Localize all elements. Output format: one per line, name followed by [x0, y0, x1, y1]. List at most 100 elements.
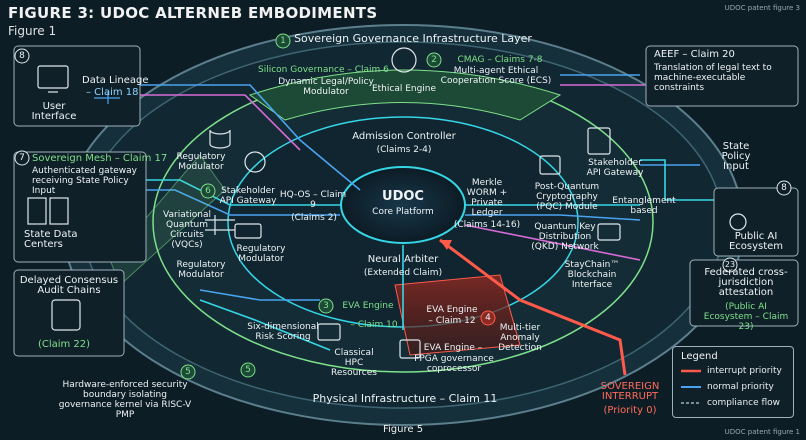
- quantum-circuit-icon: [205, 215, 235, 235]
- legend-title: Legend: [681, 351, 718, 362]
- qkd-label: Quantum Key Distribution (QKD) Network: [531, 222, 599, 252]
- monitor-icon: [37, 65, 69, 89]
- num-1-badge: [275, 33, 291, 49]
- eva2-claim-label: – Claim 12: [428, 316, 476, 326]
- classical-hpc-label: Classical HPC Resources: [331, 348, 377, 378]
- vqc-label: Variational Quantum Circuits (VQCs): [163, 210, 211, 250]
- network-icon: [597, 223, 621, 241]
- figure-5-caption: Figure 5: [383, 424, 424, 435]
- silicon-governance-label: Silicon Governance – Claim 6: [258, 65, 389, 75]
- hqos-label: HQ-OS – Claim 9: [279, 190, 347, 210]
- sovereign-mesh-label: Sovereign Mesh – Claim 17: [32, 153, 168, 164]
- user-interface-label: User Interface: [31, 101, 77, 122]
- num-6-badge: [200, 183, 216, 199]
- num-7-badge: [14, 150, 30, 166]
- legend-item-compliance: compliance flow: [707, 398, 781, 408]
- stakeholder-gateway-left: Stakeholder API Gateway: [219, 186, 277, 206]
- claim-22-label: (Claim 22): [37, 339, 91, 350]
- cmag-label: CMAG – Claims 7-8: [457, 55, 543, 65]
- num-1: 1: [280, 36, 286, 46]
- interrupt-priority-label: (Priority 0): [603, 405, 657, 416]
- federated-box: [689, 259, 799, 327]
- num-8-left-badge: [14, 48, 30, 64]
- federated-label: Federated cross-jurisdiction attestation: [704, 267, 788, 298]
- num-4-badge: [480, 310, 496, 326]
- eva1-label: EVA Engine: [342, 301, 394, 311]
- aeef-desc-label: Translation of legal text to machine-exe…: [654, 63, 772, 93]
- legend-item-interrupt: interrupt priority: [707, 366, 782, 376]
- delayed-consensus-box: [13, 269, 125, 357]
- data-lineage-label: Data Lineage: [82, 75, 149, 86]
- aeef-label: AEEF – Claim 20: [654, 49, 735, 60]
- data-lineage-claim: – Claim 18: [86, 87, 139, 98]
- neural-sub-label: (Extended Claim): [363, 268, 443, 278]
- dynamic-policy-label: Dynamic Legal/Policy Modulator: [278, 77, 374, 97]
- core-subtitle: Core Platform: [372, 207, 434, 217]
- figure-title: FIGURE 3: UDOC ALTERNEB EMBODIMENTS: [8, 4, 378, 22]
- interrupt-arrow: [439, 238, 627, 376]
- regulatory-modulator-1: Regulatory Modulator: [176, 152, 226, 172]
- num-2-badge: [426, 52, 442, 68]
- eva1-claim-label: – Claim 10: [350, 320, 398, 330]
- interrupt-arrowhead: [440, 240, 452, 250]
- merkle-label: Merkle WORM + Private Ledger: [466, 178, 508, 218]
- public-ai-label: Public AI Ecosystem: [728, 231, 784, 252]
- eva-red-zone: [394, 274, 521, 356]
- aeef-box: [645, 45, 799, 107]
- gear-icon: [244, 151, 266, 173]
- num-8-right: 8: [781, 183, 787, 193]
- audit-chain-icon: [51, 299, 81, 331]
- public-ai-box: [713, 187, 799, 257]
- eva3-label: EVA Engine –: [423, 343, 483, 353]
- legend-item-normal: normal priority: [707, 382, 774, 392]
- merkle-claims-label: (Claims 14-16): [453, 220, 521, 230]
- regulatory-modulator-3: Regulatory Modulator: [176, 260, 226, 280]
- server-icon: [27, 197, 47, 225]
- num-3-badge: [318, 298, 334, 314]
- core-title: UDOC: [382, 189, 424, 204]
- outer-top-label: Sovereign Governance Infrastructure Laye…: [294, 32, 532, 45]
- eva2-label: EVA Engine: [426, 305, 478, 315]
- num-23-badge: [722, 257, 738, 273]
- stakeholder-gateway-right: Stakeholder API Gateway: [586, 158, 644, 178]
- num-4: 4: [485, 313, 491, 323]
- federated-claim-label: (Public AI Ecosystem – Claim 23): [703, 302, 789, 332]
- neural-arbiter-label: Neural Arbiter: [367, 254, 439, 265]
- fpga-chip-icon: [399, 339, 421, 359]
- entanglement-label: Entanglement based: [612, 196, 676, 216]
- num-23: 23: [724, 260, 736, 269]
- modulator-icon: [234, 223, 262, 239]
- silicon-governance-band: [248, 69, 562, 121]
- document-icon: [587, 127, 611, 155]
- num-5a-badge: [180, 364, 196, 380]
- corner-caption-bottom: UDOC patent figure 1: [724, 428, 800, 436]
- delayed-consensus-label: Delayed Consensus Audit Chains: [19, 275, 119, 296]
- sovereign-mesh-box: [13, 151, 147, 263]
- mesh-desc-label: Authenticated gateway receiving State Po…: [32, 166, 137, 196]
- ethical-engine-label: Ethical Engine: [371, 84, 437, 94]
- num-8-right-badge: [776, 180, 792, 196]
- ethical-engine-icon: [391, 47, 417, 73]
- eva3-sub-label: FPGA governance coprocessor: [414, 354, 494, 374]
- num-7: 7: [19, 153, 25, 163]
- num-5b: 5: [245, 365, 251, 375]
- staychain-label: StayChain™ Blockchain Interface: [564, 260, 620, 290]
- state-dc-label: State Data Centers: [24, 229, 78, 250]
- server-icon-2: [49, 197, 69, 225]
- legend-swatches: [681, 369, 701, 404]
- legend-box: Legend interrupt priority normal priorit…: [672, 346, 794, 418]
- corner-caption-top: UDOC patent figure 3: [724, 4, 800, 12]
- hqos-claims-label: (Claims 2): [291, 213, 337, 223]
- num-5b-badge: [240, 362, 256, 378]
- sovereign-interrupt-label: SOVEREIGN INTERRUPT: [600, 381, 660, 402]
- lock-icon: [539, 155, 561, 175]
- regulatory-modulator-2: Regulatory Modulator: [236, 244, 286, 264]
- num-3: 3: [323, 301, 329, 311]
- pqc-label: Post-Quantum Cryptography (PQC) Module: [534, 182, 600, 212]
- hw-security-label: Hardware-enforced security boundary isol…: [58, 380, 192, 420]
- logic-gate-icon: [94, 92, 120, 104]
- six-dim-label: Six-dimensional Risk Scoring: [247, 322, 319, 342]
- public-ai-person-icon: [729, 213, 747, 231]
